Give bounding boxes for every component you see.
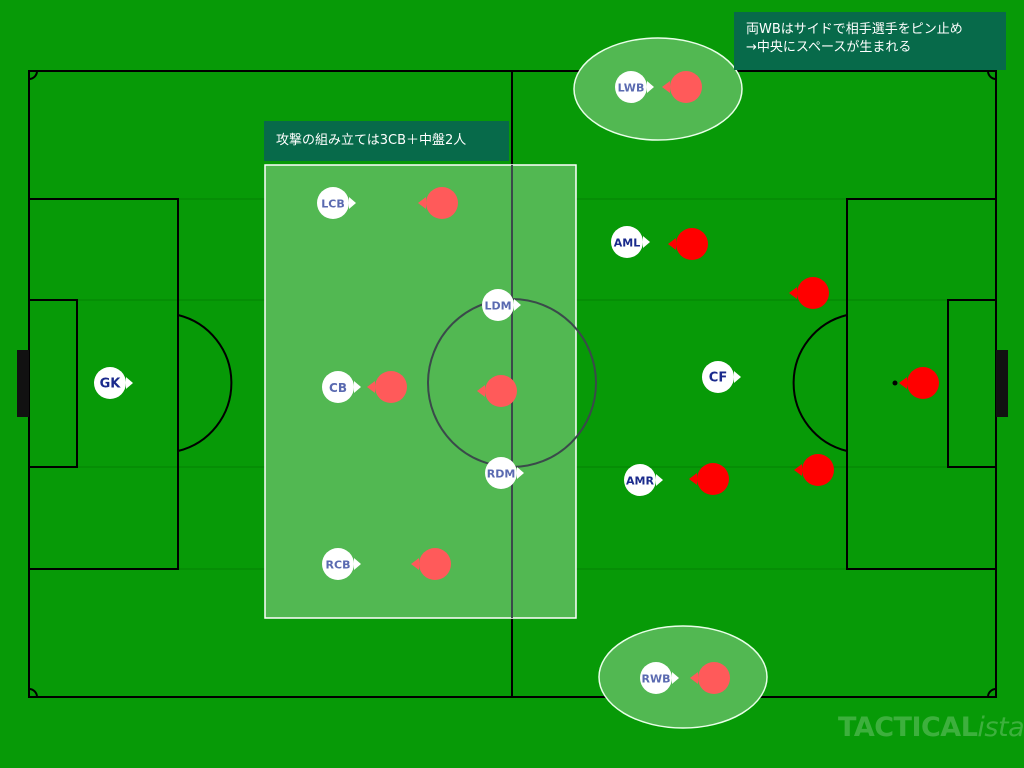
opponent-marker bbox=[477, 375, 517, 407]
player-ldm: LDM bbox=[482, 289, 521, 321]
annotation-wingbacks: 両WBはサイドで相手選手をピン止め →中央にスペースが生まれる bbox=[734, 12, 1006, 70]
watermark-text-a: TACTICAL bbox=[838, 712, 978, 743]
right-goal bbox=[996, 350, 1008, 417]
player-label-rcb: RCB bbox=[326, 559, 351, 572]
opponent-marker bbox=[418, 187, 458, 219]
opponent-marker bbox=[662, 71, 702, 103]
opponent-marker bbox=[899, 367, 939, 399]
rwb-pin-zone bbox=[598, 625, 768, 729]
player-cf: CF bbox=[702, 361, 741, 393]
player-rwb: RWB bbox=[640, 662, 679, 694]
opponent-marker bbox=[690, 662, 730, 694]
build-up-zone bbox=[264, 164, 577, 619]
opponent-marker bbox=[411, 548, 451, 580]
opponent-marker bbox=[689, 463, 729, 495]
players: GK LCB CB RCB LDM RDM LWB RWB bbox=[94, 71, 741, 694]
player-label-gk: GK bbox=[100, 377, 122, 392]
left-goal bbox=[17, 350, 29, 417]
lwb-pin-zone bbox=[573, 37, 743, 141]
player-cb: CB bbox=[322, 371, 361, 403]
player-label-aml: AML bbox=[614, 237, 640, 250]
player-lcb: LCB bbox=[317, 187, 356, 219]
player-aml: AML bbox=[611, 226, 650, 258]
annotation-wingbacks-line1: 両WBはサイドで相手選手をピン止め bbox=[746, 22, 963, 37]
watermark-logo: TACTICALista bbox=[838, 712, 1024, 743]
opponents bbox=[367, 71, 939, 694]
opponent-marker bbox=[668, 228, 708, 260]
opponent-marker bbox=[794, 454, 834, 486]
player-label-rdm: RDM bbox=[487, 468, 516, 481]
player-label-amr: AMR bbox=[626, 475, 654, 488]
annotation-build-up-text: 攻撃の組み立ては3CB＋中盤2人 bbox=[276, 133, 467, 148]
right-penalty-arc bbox=[792, 314, 848, 452]
opponent-marker bbox=[789, 277, 829, 309]
left-six-yard-box bbox=[28, 299, 78, 468]
player-label-lwb: LWB bbox=[618, 82, 645, 95]
corner-arc-bottom-left bbox=[28, 688, 38, 698]
player-label-cb: CB bbox=[329, 381, 347, 395]
left-penalty-arc bbox=[177, 314, 233, 452]
watermark-text-b: ista bbox=[977, 712, 1024, 743]
player-rdm: RDM bbox=[485, 457, 524, 489]
player-amr: AMR bbox=[624, 464, 663, 496]
player-lwb: LWB bbox=[615, 71, 654, 103]
annotation-build-up: 攻撃の組み立ては3CB＋中盤2人 bbox=[264, 121, 509, 161]
right-penalty-spot bbox=[892, 380, 898, 386]
right-six-yard-box bbox=[947, 299, 997, 468]
player-rcb: RCB bbox=[322, 548, 361, 580]
annotation-wingbacks-line2: →中央にスペースが生まれる bbox=[746, 40, 912, 55]
player-label-cf: CF bbox=[709, 371, 727, 386]
player-label-lcb: LCB bbox=[321, 198, 344, 211]
corner-arc-top-right bbox=[987, 70, 997, 80]
opponent-marker bbox=[367, 371, 407, 403]
player-label-ldm: LDM bbox=[484, 300, 511, 313]
player-gk: GK bbox=[94, 367, 133, 399]
corner-arc-top-left bbox=[28, 70, 38, 80]
player-label-rwb: RWB bbox=[642, 673, 671, 686]
corner-arc-bottom-right bbox=[987, 688, 997, 698]
